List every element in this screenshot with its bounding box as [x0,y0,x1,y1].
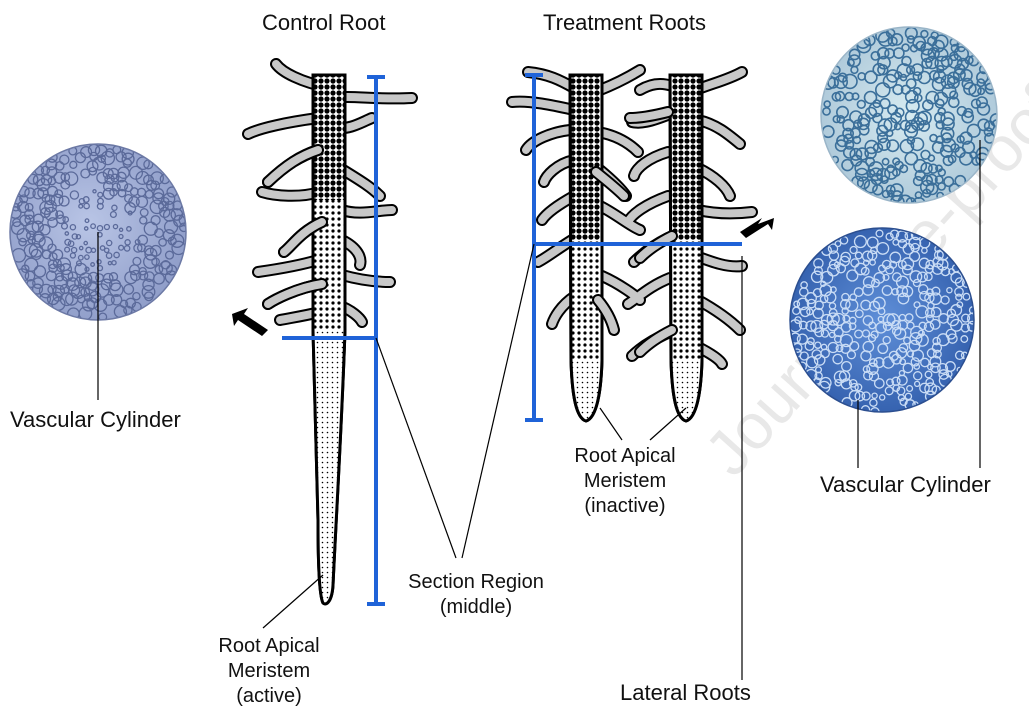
section-region-line-2: (middle) [396,595,556,620]
control-micrograph [10,144,192,321]
control-root [248,64,412,604]
ram-inactive-label: Root Apical Meristem (inactive) [560,444,690,519]
control-root-title: Control Root [262,10,386,35]
ram-active-line-2: Meristem [204,659,334,684]
treatment-micrograph-light [821,27,1003,210]
ram-active-line-1: Root Apical [204,634,334,659]
arrow-to-treatment-section [740,218,774,238]
vascular-cylinder-label-left: Vascular Cylinder [10,407,181,432]
section-region-label: Section Region (middle) [396,570,556,620]
ram-active-label: Root Apical Meristem (active) [204,634,334,709]
ram-active-line-3: (active) [204,684,334,709]
arrow-to-control-section [232,308,268,336]
treatment-roots-title: Treatment Roots [543,10,706,35]
section-region-line-1: Section Region [396,570,556,595]
treatment-micrograph-dark [789,228,978,416]
ram-inactive-line-2: Meristem [560,469,690,494]
ram-inactive-line-3: (inactive) [560,494,690,519]
vascular-cylinder-label-right: Vascular Cylinder [820,472,991,497]
ram-inactive-line-1: Root Apical [560,444,690,469]
lateral-roots-label: Lateral Roots [620,680,751,705]
